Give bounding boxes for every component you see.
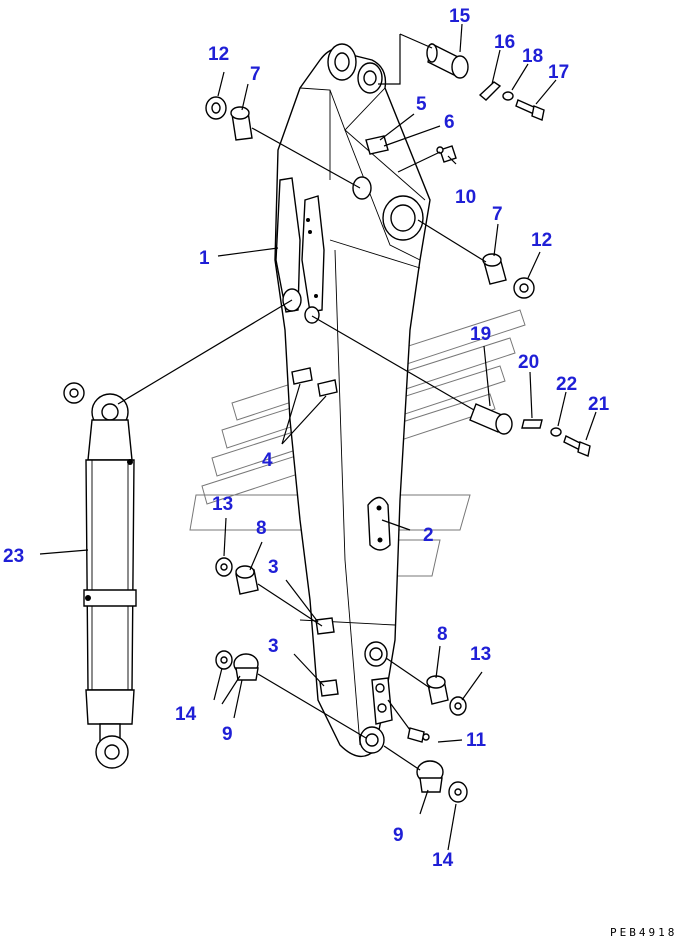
nut-13-right — [449, 696, 467, 716]
callout-21: 21 — [588, 394, 610, 415]
nut-14-left — [215, 650, 233, 670]
callout-14: 14 — [175, 704, 197, 725]
washer-18 — [502, 91, 514, 101]
bolt-17 — [515, 99, 545, 121]
callout-8: 8 — [437, 624, 448, 645]
callout-12: 12 — [531, 230, 552, 251]
plate-16 — [478, 81, 502, 101]
bushing-7-left — [230, 106, 253, 141]
callout-13: 13 — [212, 494, 233, 515]
callout-18: 18 — [522, 46, 543, 67]
drawing-code: PEB4918 — [610, 926, 677, 939]
callout-9: 9 — [222, 724, 233, 745]
nut-12-right — [513, 277, 535, 299]
washer-22 — [550, 427, 562, 437]
callout-17: 17 — [548, 62, 569, 83]
callout-23: 23 — [3, 546, 24, 567]
callout-5: 5 — [416, 94, 427, 115]
callout-10: 10 — [455, 187, 476, 208]
nut-13-left — [215, 557, 233, 577]
callout-6: 6 — [444, 112, 455, 133]
callout-22: 22 — [556, 374, 577, 395]
bolt-21 — [563, 435, 591, 457]
callout-1: 1 — [199, 248, 210, 269]
nut-14-right — [448, 781, 468, 803]
callout-4: 4 — [262, 450, 273, 471]
hydraulic-cylinder-23 — [63, 382, 137, 769]
pin-9-right — [416, 760, 444, 793]
pin-15 — [426, 42, 469, 79]
bushing-7-right — [482, 253, 507, 285]
callout-11: 11 — [466, 730, 487, 751]
callout-16: 16 — [494, 32, 515, 53]
plate-20 — [521, 419, 543, 429]
callout-20: 20 — [518, 352, 539, 373]
callout-9: 9 — [393, 825, 404, 846]
callout-7: 7 — [250, 64, 261, 85]
nut-12-left — [205, 96, 227, 120]
callout-19: 19 — [470, 324, 491, 345]
grease-fitting-11 — [407, 727, 430, 743]
callout-14: 14 — [432, 850, 454, 871]
bushing-8-right — [426, 675, 449, 705]
callout-3: 3 — [268, 557, 279, 578]
grease-fitting-10 — [436, 145, 457, 163]
boom — [274, 43, 431, 758]
leader-lines — [39, 23, 597, 851]
pin-9-left — [233, 653, 259, 681]
pin-19 — [469, 403, 513, 435]
callout-2: 2 — [423, 525, 434, 546]
callout-3: 3 — [268, 636, 279, 657]
bushing-8-left — [235, 565, 259, 595]
callout-13: 13 — [470, 644, 491, 665]
callout-12: 12 — [208, 44, 229, 65]
callout-labels: 1 2 3 3 4 5 6 7 7 8 8 9 9 10 11 12 12 13… — [3, 6, 610, 871]
callout-8: 8 — [256, 518, 267, 539]
callout-7: 7 — [492, 204, 503, 225]
callout-15: 15 — [449, 6, 471, 27]
